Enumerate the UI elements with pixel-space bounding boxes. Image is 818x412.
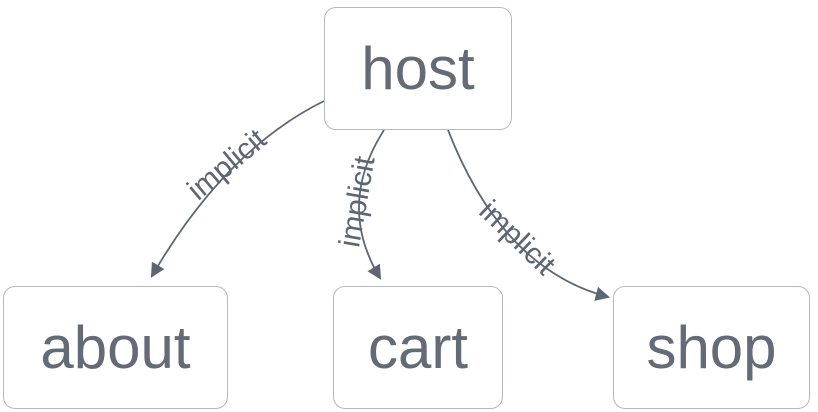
node-host: host [324, 7, 512, 130]
edge-host-cart [358, 129, 385, 280]
edge-label-host-shop: implicit [473, 194, 562, 282]
edge-host-shop [447, 129, 611, 301]
edge-label-host-cart: implicit [333, 153, 382, 250]
node-about-label: about [40, 313, 191, 381]
edge-label-host-about: implicit [181, 122, 273, 207]
node-shop-label: shop [646, 313, 777, 381]
node-about: about [3, 286, 228, 409]
edge-host-about [150, 100, 325, 278]
node-cart: cart [333, 286, 503, 409]
node-host-label: host [361, 34, 475, 102]
node-shop: shop [613, 286, 810, 409]
node-cart-label: cart [367, 313, 469, 381]
